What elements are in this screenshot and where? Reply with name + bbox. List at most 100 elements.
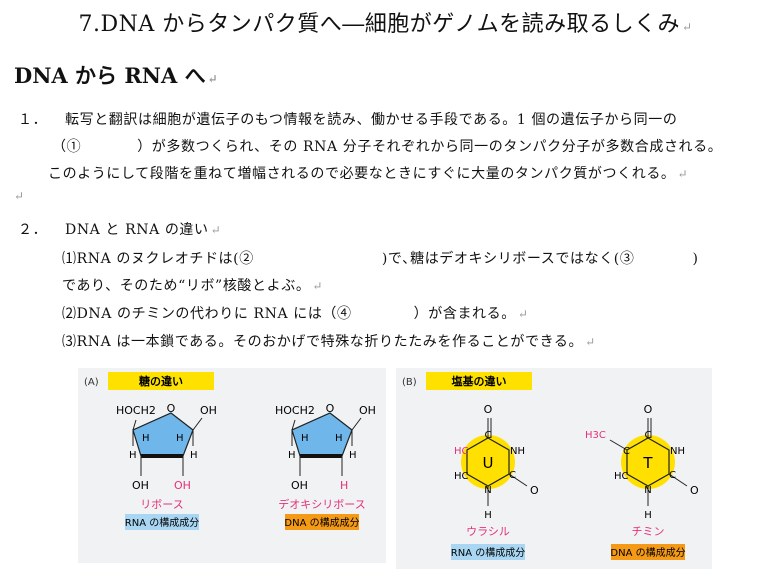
- uracil-badge: RNA の構成成分: [451, 546, 525, 559]
- uracil-co-right: [508, 473, 528, 487]
- item-1-part-b: )で､糖はデオキシリボースではなく(③: [381, 251, 635, 267]
- paragraph-1-line-2: （① ）が多数つくられ、その RNA 分子それぞれから同一のタンパク分子が多数合成…: [52, 136, 722, 156]
- paragraph-1-number: １．: [18, 112, 48, 128]
- ribose-badge-bg: [125, 514, 199, 530]
- deoxyribose-name: デオキシリボース: [278, 497, 365, 511]
- thymine-c-top: C: [645, 430, 652, 441]
- deoxyribose-o: O: [326, 402, 335, 415]
- item-1-line-1: ⑴RNA のヌクレオチドは(② )で､糖はデオキシリボースではなく(③): [62, 248, 699, 268]
- figure-b-header-bg: [426, 372, 532, 390]
- thymine-badge-bg: [611, 544, 685, 560]
- deoxyribose-hoch2: HOCH2: [275, 404, 315, 417]
- item-1-part-c: ): [692, 251, 699, 267]
- item-3-text: ⑶RNA は一本鎖である。そのおかげで特殊な折りたたみを作ることができる。: [62, 334, 584, 350]
- ribose-h-outer-left: H: [129, 450, 137, 461]
- paragraph-1-line-3-text: このようにして段階を重ねて増幅されるので必要なときにすぐに大量のタンパク質がつく…: [48, 166, 676, 182]
- deoxyribose-oh-right: OH: [359, 404, 376, 417]
- uracil-c-right: C: [509, 470, 516, 481]
- figure-b-base: (B) 塩基の違い O C HC HC NH C O N H U ウラシル RN…: [396, 368, 712, 569]
- paragraph-2-heading: DNA と RNA の違い↵: [65, 219, 221, 239]
- return-mark: ↵: [210, 223, 222, 237]
- thymine-name: チミン: [632, 525, 665, 538]
- ribose-hoch2: HOCH2: [116, 404, 156, 417]
- page-title: 7.DNA からタンパク質へ―細胞がゲノムを読み取るしくみ↵: [0, 6, 771, 38]
- thymine-c-right: C: [669, 470, 676, 481]
- thymine-badge: DNA の構成成分: [610, 546, 685, 559]
- figure-b-panel-label: (B): [402, 377, 417, 388]
- thymine-letter: T: [642, 454, 653, 472]
- uracil-n: N: [484, 485, 491, 496]
- uracil-c-top: C: [485, 430, 492, 441]
- return-mark: ↵: [585, 335, 596, 349]
- ribose-bond-c5: [132, 419, 137, 431]
- thymine-co-right: [668, 473, 688, 487]
- item-3: ⑶RNA は一本鎖である。そのおかげで特殊な折りたたみを作ることができる。↵: [62, 331, 596, 351]
- return-mark: ↵: [517, 307, 529, 321]
- thymine-nh: NH: [670, 446, 685, 457]
- uracil-nh: NH: [510, 446, 525, 457]
- item-2-part-b: ）が含まれる。: [413, 306, 516, 322]
- blank-1-open: （①: [52, 139, 82, 155]
- section-heading: DNA から RNA へ↵: [14, 60, 218, 90]
- empty-line-return-mark: ↵: [14, 189, 25, 203]
- item-2-part-a: ⑵DNA のチミンの代わりに RNA には（④: [62, 306, 352, 322]
- item-1-line-2-text: であり、そのため“リボ”核酸とよぶ。: [62, 278, 311, 294]
- return-mark: ↵: [681, 20, 693, 34]
- return-mark: ↵: [677, 167, 689, 181]
- ribose-structure: HOCH2 O OH H H H H OH OH リボース RNA の構成成分: [116, 402, 217, 530]
- deoxyribose-h-inner-left: H: [301, 433, 309, 444]
- ribose-badge: RNA の構成成分: [125, 516, 199, 529]
- ribose-oh-2: OH: [174, 479, 191, 492]
- uracil-letter: U: [483, 454, 494, 472]
- section-heading-text: DNA から RNA へ: [14, 63, 206, 88]
- uracil-badge-bg: [451, 544, 525, 560]
- deoxyribose-h-2: H: [340, 479, 348, 492]
- deoxyribose-oh-3: OH: [291, 479, 308, 492]
- deoxyribose-badge-bg: [285, 514, 359, 530]
- uracil-hc-5: HC: [454, 446, 469, 457]
- figure-a-header-bg: [108, 372, 214, 390]
- uracil-hc-6: HC: [454, 471, 469, 482]
- blank-1-after: ）が多数つくられ、その RNA 分子それぞれから同一のタンパク分子が多数合成され…: [137, 139, 723, 155]
- ribose-oh-right: OH: [200, 404, 217, 417]
- deoxyribose-badge: DNA の構成成分: [284, 516, 359, 529]
- ribose-bond-c1: [192, 417, 203, 431]
- paragraph-2-heading-text: DNA と RNA の違い: [65, 222, 209, 238]
- uracil-h: H: [484, 510, 492, 521]
- figure-b-header: 塩基の違い: [452, 374, 507, 388]
- ribose-oh-3: OH: [132, 479, 149, 492]
- deoxyribose-bond-c1: [351, 417, 362, 431]
- figure-a-sugar: (A) 糖の違い HOCH2 O OH H H H H OH OH リボース R…: [78, 368, 386, 563]
- thymine-h3c: H3C: [585, 430, 606, 441]
- thymine-h: H: [644, 510, 652, 521]
- figure-a-svg: (A) 糖の違い HOCH2 O OH H H H H OH OH リボース R…: [84, 372, 376, 530]
- thymine-n: N: [644, 485, 651, 496]
- return-mark: ↵: [312, 279, 324, 293]
- thymine-methyl-bond: [609, 439, 628, 451]
- paragraph-1-line-3: このようにして段階を重ねて増幅されるので必要なときにすぐに大量のタンパク質がつく…: [48, 163, 688, 183]
- ribose-name: リボース: [140, 498, 183, 511]
- paragraph-2-number: ２．: [18, 222, 48, 238]
- thymine-o-right: O: [690, 484, 699, 497]
- ribose-h-inner-right: H: [176, 433, 184, 444]
- ribose-h-outer-right: H: [190, 450, 198, 461]
- ribose-h-inner-left: H: [142, 433, 150, 444]
- thymine-o-top: O: [644, 403, 653, 416]
- deoxyribose-h-inner-right: H: [335, 433, 343, 444]
- deoxyribose-structure: HOCH2 O OH H H H H OH H デオキシリボース DNA の構成…: [275, 402, 376, 530]
- figure-a-panel-label: (A): [84, 377, 99, 388]
- figure-a-header: 糖の違い: [139, 374, 183, 388]
- paragraph-1-line-1: 転写と翻訳は細胞が遺伝子のもつ情報を読み、働かせる手段である。1 個の遺伝子から…: [65, 112, 678, 128]
- uracil-o-top: O: [484, 403, 493, 416]
- return-mark: ↵: [207, 72, 218, 86]
- uracil-structure: O C HC HC NH C O N H U ウラシル RNA の構成成分: [451, 403, 539, 560]
- uracil-o-right: O: [530, 484, 539, 497]
- deoxyribose-bond-c5: [291, 419, 296, 431]
- thymine-c-5: C: [623, 446, 630, 457]
- item-1-part-a: ⑴RNA のヌクレオチドは(②: [62, 251, 254, 267]
- deoxyribose-h-outer-right: H: [349, 450, 357, 461]
- thymine-letter-bg: [637, 451, 659, 473]
- figure-b-svg: (B) 塩基の違い O C HC HC NH C O N H U ウラシル RN…: [402, 372, 699, 560]
- item-1-line-2: であり、そのため“リボ”核酸とよぶ。↵: [62, 275, 323, 295]
- ribose-o: O: [167, 402, 176, 415]
